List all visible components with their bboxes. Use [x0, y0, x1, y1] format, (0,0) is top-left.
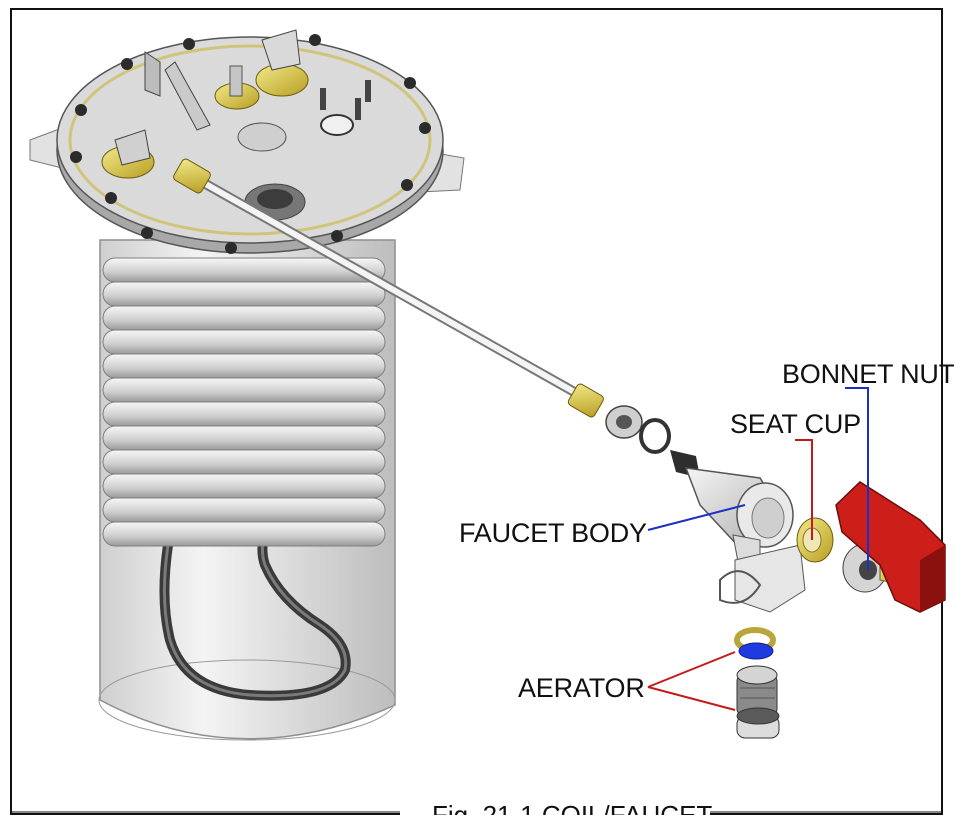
coil-turn	[102, 521, 386, 547]
coil-turn	[102, 473, 386, 499]
coil-turn	[102, 401, 386, 427]
supply-tube	[173, 158, 604, 418]
figure-caption: Fig. 21-1 COIL/FAUCET	[432, 800, 712, 815]
mounting-bracket	[719, 544, 806, 613]
caption-box	[400, 795, 710, 815]
coil-turn	[102, 425, 386, 451]
label-bonnet-nut: BONNET NUT	[782, 359, 954, 389]
coil-turn	[102, 377, 386, 403]
compression-nut	[605, 405, 643, 439]
label-aerator: AERATOR	[518, 673, 645, 703]
lid-bolts	[70, 34, 431, 254]
seat-cup-part	[796, 517, 834, 563]
faucet-handle	[835, 481, 946, 613]
coil-turn	[102, 449, 386, 475]
coil-turn	[102, 305, 386, 331]
leader-lines	[647, 387, 869, 711]
coil-turn	[102, 329, 386, 355]
coil-turn	[102, 497, 386, 523]
coil-windings	[102, 257, 386, 547]
coil-turn	[102, 281, 386, 307]
washer	[639, 418, 671, 454]
label-seat-cup: SEAT CUP	[730, 409, 861, 439]
aerator-parts	[736, 642, 780, 739]
coil-turn	[102, 353, 386, 379]
label-faucet-body: FAUCET BODY	[459, 518, 647, 548]
lid-fittings	[101, 29, 371, 221]
